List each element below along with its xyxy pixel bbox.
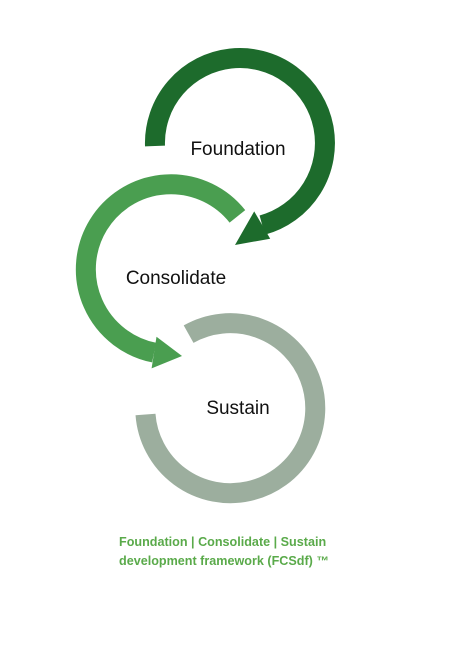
foundation-ring-arc	[144, 48, 335, 235]
caption-line-2: development framework (FCSdf) ™	[119, 554, 329, 568]
consolidate-arrowhead	[151, 336, 182, 369]
foundation-arrowhead	[235, 211, 271, 245]
stage-label-foundation: Foundation	[190, 139, 285, 160]
foundation-ring	[144, 48, 335, 245]
stage-label-sustain: Sustain	[206, 398, 269, 419]
sustain-ring-arc	[135, 313, 326, 504]
consolidate-ring	[75, 174, 246, 369]
caption-line-1: Foundation | Consolidate | Sustain	[119, 535, 327, 549]
stage-label-consolidate: Consolidate	[126, 268, 226, 289]
framework-caption: Foundation | Consolidate | Sustain devel…	[119, 533, 419, 571]
sustain-ring	[135, 313, 326, 504]
consolidate-ring-arc	[75, 174, 246, 363]
